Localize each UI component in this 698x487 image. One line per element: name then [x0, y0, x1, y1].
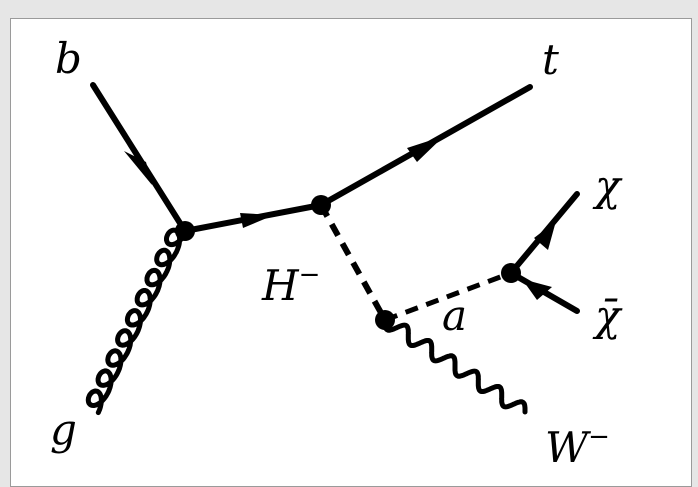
label-t: t	[542, 35, 559, 84]
chi-arrow	[534, 221, 556, 250]
chibar-arrow	[522, 279, 552, 300]
b-quark-line	[90, 82, 188, 234]
top-quark-arrow	[407, 136, 444, 162]
label-higgs: H−	[261, 260, 320, 310]
diagram-canvas	[10, 18, 692, 487]
vertex-wa	[375, 310, 395, 330]
pseudoscalar-a-line	[384, 270, 512, 323]
b-quark-arrow	[124, 151, 152, 185]
label-higgs-symbol: H	[261, 261, 300, 310]
label-b: b	[55, 34, 82, 83]
label-a: a	[442, 291, 467, 340]
w-boson-line	[382, 317, 528, 415]
label-chibar: χ̄	[592, 291, 623, 340]
label-w-charge: −	[588, 422, 610, 452]
label-w-symbol: W	[545, 423, 592, 472]
vertex-ht	[311, 195, 331, 215]
label-chi: χ	[592, 161, 623, 210]
label-higgs-charge: −	[299, 260, 321, 290]
vertex-chi	[501, 263, 521, 283]
gluon-line	[85, 227, 189, 416]
label-g: g	[50, 405, 77, 454]
label-w: W−	[545, 422, 610, 472]
propagator-arrow	[240, 213, 274, 228]
vertex-bg	[175, 221, 195, 241]
charged-higgs-line	[318, 203, 388, 322]
